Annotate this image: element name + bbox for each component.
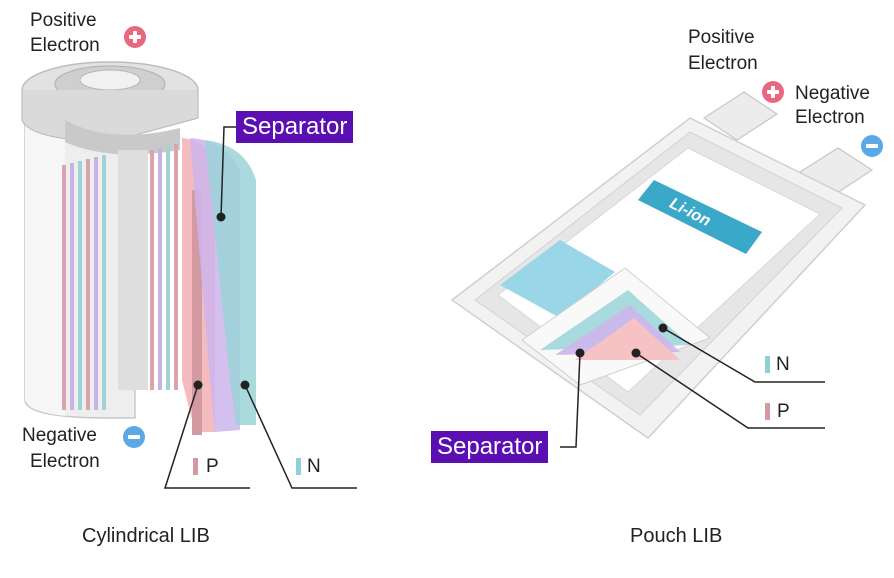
cyl-n-label: N <box>307 456 321 477</box>
cyl-positive-label-line2: Electron <box>30 35 100 56</box>
inner-core <box>118 150 148 390</box>
cyl-positive-label-line1: Positive <box>30 10 97 31</box>
pouch-p-layer <box>575 318 680 360</box>
pouch-caption: Pouch LIB <box>630 525 723 547</box>
cyl-negative-label-line1: Negative <box>22 425 97 446</box>
cyl-p-swatch <box>193 458 198 475</box>
cyl-n-swatch <box>296 458 301 475</box>
cell-window <box>500 240 615 318</box>
top-cap-terminal <box>79 69 141 91</box>
pouch-n-swatch <box>765 356 770 373</box>
cyl-p-label: P <box>206 456 219 477</box>
pouch-separator-callout <box>560 352 581 448</box>
can-body-highlight <box>25 88 65 416</box>
positive-tab <box>702 91 779 141</box>
cyl-separator-tag: Separator <box>236 111 354 143</box>
cyl-separator-callout <box>220 126 236 218</box>
pouch-n-callout <box>662 327 825 383</box>
pouch-negative-icon <box>861 135 883 157</box>
pouch-positive-icon <box>762 81 784 103</box>
pouch-positive-label-line1: Positive <box>688 27 755 48</box>
cyl-positive-icon <box>124 26 146 48</box>
cyl-caption: Cylindrical LIB <box>82 525 210 547</box>
cylindrical-cell <box>21 61 357 489</box>
pouch-cell <box>450 91 874 448</box>
cyl-p-strip <box>192 190 202 435</box>
pouch-p-callout <box>635 352 825 429</box>
winding-stripes <box>62 144 178 410</box>
pouch-separator-tag: Separator <box>431 431 549 463</box>
pouch-n-label: N <box>776 354 790 375</box>
cyl-negative-label-line2: Electron <box>30 451 100 472</box>
cyl-p-callout <box>163 384 250 489</box>
pouch-p-label: P <box>777 401 790 422</box>
pouch-negative-label-line2: Electron <box>795 107 865 128</box>
cyl-n-callout <box>244 384 357 489</box>
pouch-positive-label-line2: Electron <box>688 53 758 74</box>
cap-inner-groove <box>65 120 180 155</box>
pouch-p-swatch <box>765 403 770 420</box>
pouch-negative-label-line1: Negative <box>795 83 870 104</box>
cyl-negative-icon <box>123 426 145 448</box>
li-ion-label-strip <box>638 180 762 254</box>
cyl-n-layer <box>205 140 256 425</box>
